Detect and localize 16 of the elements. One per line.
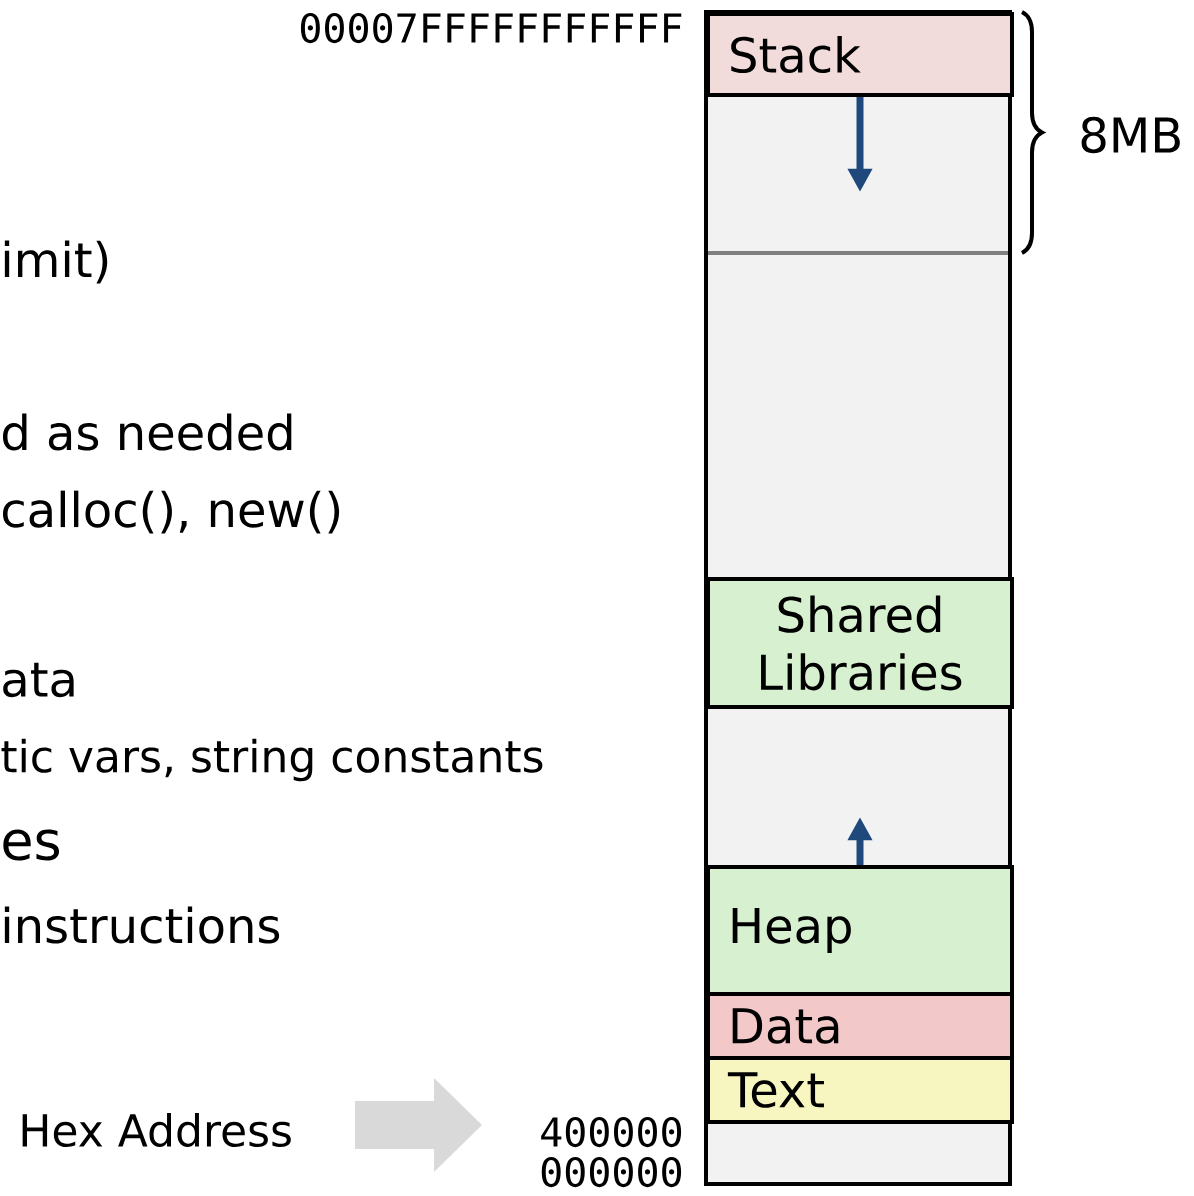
memory-segment: Stack: [706, 12, 1014, 97]
address-label: 400000: [541, 1116, 682, 1148]
text-label: d as needed: [2, 413, 292, 451]
text-label: calloc(), new(): [2, 490, 340, 534]
memory-segment: Text: [706, 1056, 1014, 1124]
size-label: 8MB: [1081, 116, 1180, 154]
text-label: es: [3, 829, 60, 861]
text-label: ata: [3, 662, 74, 698]
text-label: tic vars, string constants: [1, 738, 543, 782]
text-label: Hex Address: [22, 1113, 291, 1148]
memory-segment: Shared Libraries: [706, 577, 1014, 709]
text-label: instructions: [4, 906, 280, 944]
memory-segment: Heap: [706, 865, 1014, 996]
memory-segment: Data: [706, 992, 1014, 1060]
address-label: 000000: [541, 1156, 682, 1188]
text-label: imit): [4, 240, 108, 284]
